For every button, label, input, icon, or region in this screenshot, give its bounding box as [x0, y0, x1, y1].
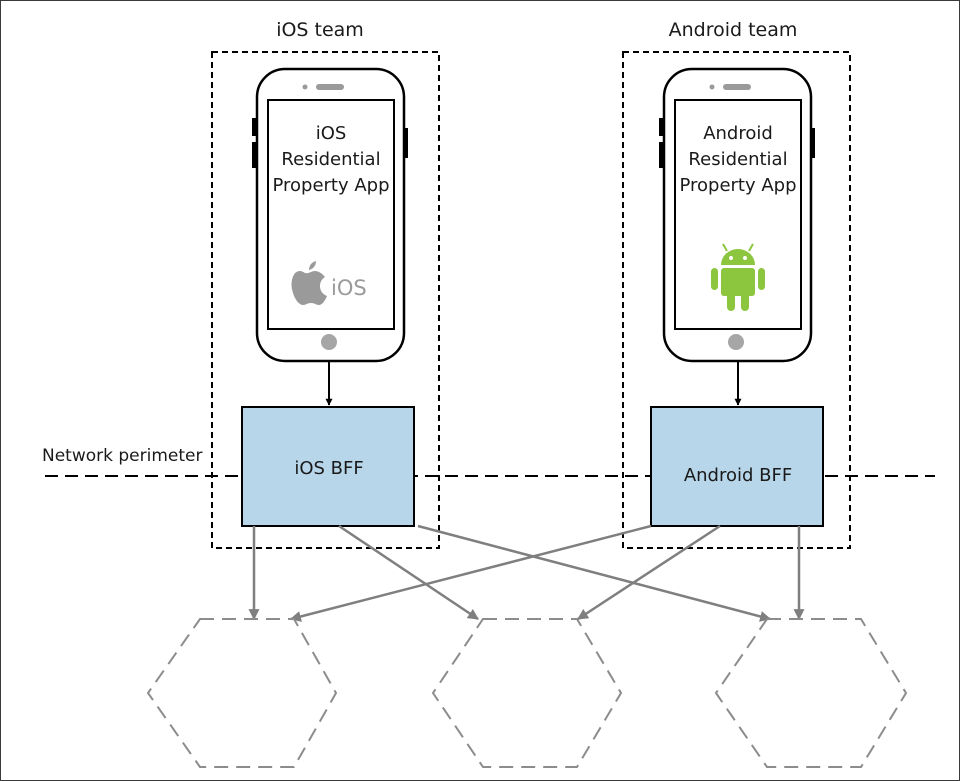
ios-phone-home-button [321, 334, 337, 350]
android-phone [659, 67, 815, 363]
android-team-boundary [622, 51, 851, 549]
android-team-title: Android team [669, 19, 798, 41]
android-app-name-line2: Residential [688, 149, 787, 170]
android-bff-box [650, 406, 824, 527]
android-app-name-line1: Android [703, 123, 773, 144]
android-phone-home-button [728, 334, 744, 350]
apple-icon [291, 261, 327, 305]
ios-app-name-line2: Residential [281, 149, 380, 170]
service-hexagon-1 [146, 618, 338, 768]
ios-bff-to-service-2-arrow [338, 524, 479, 621]
android-bff-to-service-2-arrow [577, 524, 721, 621]
ios-team-boundary [211, 51, 440, 549]
ios-bff-box [241, 406, 415, 527]
ios-logo-text: iOS [331, 276, 367, 300]
android-bff-to-service-1-arrow [289, 524, 652, 622]
ios-app-name-line1: iOS [316, 123, 347, 144]
service-hexagon-2 [431, 618, 623, 768]
ios-phone [252, 67, 408, 363]
ios-phone-speaker [316, 84, 344, 90]
android-app-name-line3: Property App [679, 175, 796, 196]
android-phone-speaker [723, 84, 751, 90]
network-perimeter-label: Network perimeter [42, 446, 202, 466]
android-phone-camera [709, 84, 715, 90]
ios-team-title: iOS team [276, 19, 364, 41]
ios-bff-to-service-3-arrow [417, 524, 772, 622]
ios-phone-screen [267, 99, 395, 330]
ios-phone-camera [302, 84, 308, 90]
ios-bff-label: iOS BFF [294, 458, 363, 479]
android-robot-icon [711, 243, 765, 311]
ios-app-name-line3: Property App [272, 175, 389, 196]
service-hexagon-3 [714, 618, 908, 768]
android-bff-label: Android BFF [684, 465, 792, 486]
